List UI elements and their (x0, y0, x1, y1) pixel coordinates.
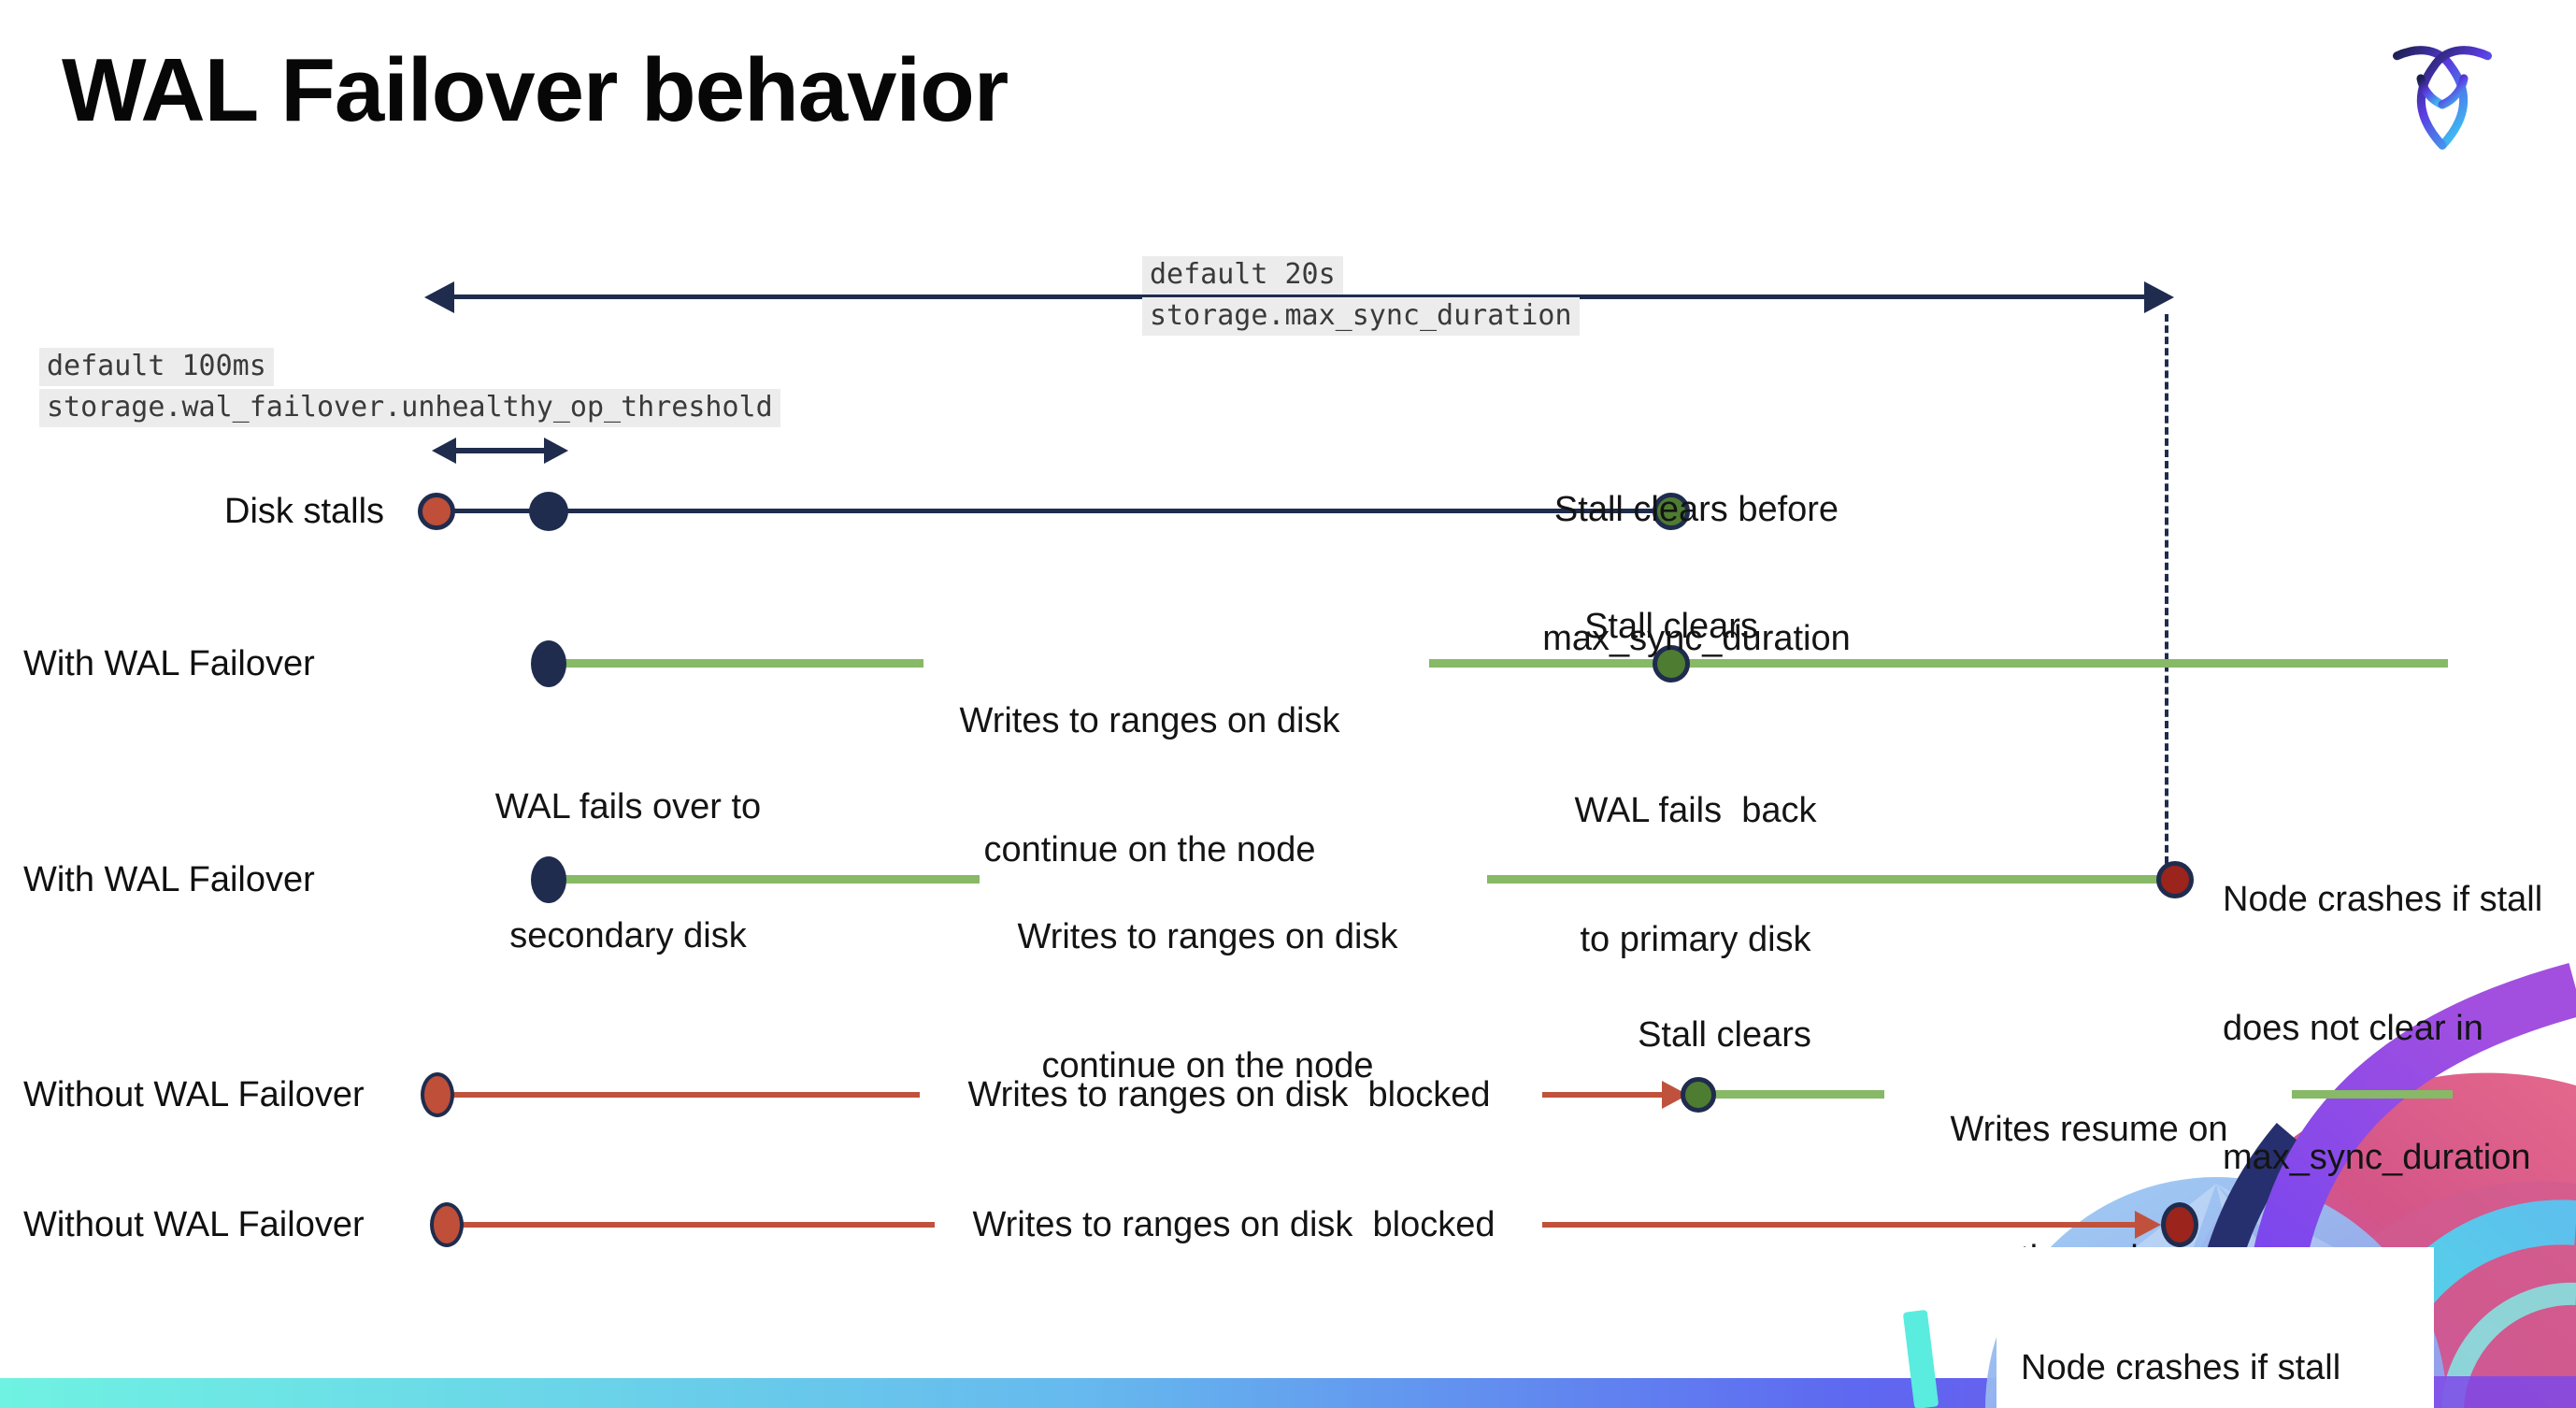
disk-stall-timeline (436, 509, 1671, 513)
crash-note-box: Node crashes if stall does not clear in … (1996, 1247, 2434, 1408)
note-writes-continue-row2: Writes to ranges on disk continue on the… (959, 701, 1340, 869)
note-writes-blocked-row4: Writes to ranges on disk blocked (967, 1075, 1491, 1114)
threshold-arrow-right-head (544, 438, 568, 464)
writes-resume-line-row4b (2292, 1090, 2453, 1099)
note-wal-fails-over: WAL fails over to secondary disk (494, 787, 762, 955)
row-label-disk-stalls: Disk stalls (224, 492, 385, 531)
writes-resume-line-row4a (1714, 1090, 1884, 1099)
row-label-with-wal-failover-2: With WAL Failover (23, 860, 315, 899)
writes-blocked-line-row4 (452, 1092, 920, 1098)
crash-dot-row3 (2156, 861, 2194, 898)
page-title: WAL Failover behavior (62, 40, 1009, 140)
note-node-crashes-row5: Node crashes if stall does not clear in … (2021, 1348, 2341, 1387)
row-label-with-wal-failover-1: With WAL Failover (23, 644, 315, 683)
row-label-without-wal-failover-2: Without WAL Failover (23, 1205, 365, 1244)
stall-clears-dot-row2 (1653, 645, 1690, 682)
writes-continue-line-row3a (561, 875, 980, 884)
stall-clears-dot-row4 (1681, 1077, 1716, 1113)
threshold-reached-dot (529, 492, 568, 531)
max-sync-deadline-dashed-line (2165, 314, 2168, 875)
note-writes-continue-row3: Writes to ranges on disk continue on the… (1017, 917, 1398, 1085)
note-wal-fails-back: WAL fails back to primary disk (1574, 791, 1817, 959)
writes-blocked-line-row5 (462, 1222, 935, 1228)
writes-continue-line-row2b (1429, 659, 2448, 668)
stall-start-dot (418, 493, 455, 530)
threshold-arrow-line (451, 448, 550, 453)
crash-dot-row5 (2161, 1202, 2198, 1247)
stall-start-dot-row5 (430, 1202, 464, 1247)
note-stall-clears-before: Stall clears before max_sync_duration (1542, 490, 1851, 658)
failover-dot-row2 (531, 640, 566, 687)
failover-dot-row3 (531, 856, 566, 903)
blocked-arrow-head-row5 (2135, 1211, 2161, 1239)
threshold-setting-label: storage.wal_failover.unhealthy_op_thresh… (39, 389, 780, 427)
unhealthy-op-threshold-callout: default 100ms storage.wal_failover.unhea… (39, 348, 780, 430)
writes-continue-line-row3b (1487, 875, 2168, 884)
note-node-crashes-row3: Node crashes if stall does not clear in … (2223, 880, 2543, 1177)
blocked-arrow-line-row5 (1542, 1222, 2137, 1228)
max-sync-duration-arrow-line (449, 295, 2150, 299)
blocked-arrow-line-row4 (1542, 1092, 1664, 1098)
max-sync-arrow-left-head (424, 281, 454, 313)
cockroachdb-logo-icon (2392, 46, 2493, 151)
stall-start-dot-row4 (421, 1072, 454, 1117)
max-sync-duration-callout: default 20s storage.max_sync_duration (1142, 256, 1580, 338)
stall-clears-dot-row1 (1653, 493, 1690, 530)
note-stall-clears-row4: Stall clears (1638, 1015, 1811, 1055)
max-sync-default-label: default 20s (1142, 256, 1343, 295)
threshold-default-label: default 100ms (39, 348, 274, 386)
max-sync-setting-label: storage.max_sync_duration (1142, 297, 1580, 336)
threshold-arrow-left-head (432, 438, 456, 464)
max-sync-arrow-right-head (2144, 281, 2174, 313)
row-label-without-wal-failover-1: Without WAL Failover (23, 1075, 365, 1114)
note-stall-clears-row2: Stall clears (1584, 607, 1758, 646)
writes-continue-line-row2a (561, 659, 923, 668)
note-writes-blocked-row5: Writes to ranges on disk blocked (972, 1205, 1496, 1244)
